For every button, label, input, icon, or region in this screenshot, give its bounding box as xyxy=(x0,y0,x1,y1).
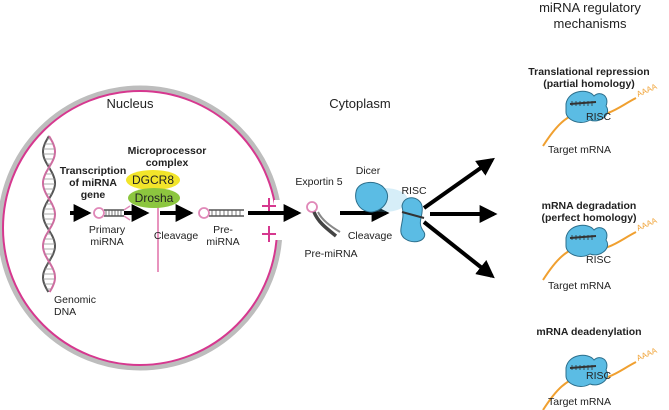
exportin-label: Exportin 5 xyxy=(295,176,343,188)
mech-1-risc: RISC xyxy=(586,254,612,266)
genomic-dna-label-1: Genomic xyxy=(54,294,97,306)
transcription-label-1: Transcription xyxy=(59,165,127,177)
nucleus-cleavage-label: Cleavage xyxy=(153,230,199,242)
cytoplasm-risc-label: RISC xyxy=(401,185,427,197)
cytoplasm-title: Cytoplasm xyxy=(329,96,391,111)
genomic-dna-label-2: DNA xyxy=(54,306,77,318)
mech-1-target: Target mRNA xyxy=(548,280,612,292)
mech-0-title-2: (partial homology) xyxy=(543,78,635,90)
microprocessor-label-2: complex xyxy=(145,157,189,169)
cytoplasm-pre-mirna xyxy=(306,201,341,238)
mech-2-risc: RISC xyxy=(586,370,612,382)
mech-2-title-1: mRNA deadenylation xyxy=(536,326,642,338)
mechanism-mrna-degradation: AAAA xyxy=(542,216,659,281)
header-line1: miRNA regulatory xyxy=(539,0,641,15)
mech-1-title-1: mRNA degradation xyxy=(541,200,637,212)
mechanism-arrows xyxy=(422,157,498,279)
nuclear-pre-mirna-hairpin xyxy=(198,207,244,219)
dgcr8-badge: DGCR8 xyxy=(126,170,180,190)
mech-2-target: Target mRNA xyxy=(548,396,612,408)
transcription-label-2: of miRNA xyxy=(69,177,117,189)
mech-0-title-1: Translational repression xyxy=(528,66,650,78)
primary-mirna-label-2: miRNA xyxy=(90,236,124,248)
risc-complex-shape xyxy=(565,224,608,257)
risc-complex-shape xyxy=(565,90,608,123)
dicer-enzyme xyxy=(355,182,408,213)
mech-0-target: Target mRNA xyxy=(548,144,612,156)
primary-mirna-hairpin xyxy=(93,205,131,221)
nuclear-pre-mirna-label-2: miRNA xyxy=(206,236,240,248)
nuclear-pre-mirna-label-1: Pre- xyxy=(213,224,233,236)
drosha-badge: Drosha xyxy=(128,188,180,208)
mech-1-title-2: (perfect homology) xyxy=(541,212,637,224)
header-line2: mechanisms xyxy=(553,16,627,31)
risc-complex-shape xyxy=(565,354,608,387)
nucleus-title: Nucleus xyxy=(106,96,154,111)
cytoplasm-pre-mirna-label: Pre-miRNA xyxy=(304,248,358,260)
mech-0-risc: RISC xyxy=(586,111,612,123)
cytoplasm-risc xyxy=(400,197,426,243)
microprocessor-label-1: Microprocessor xyxy=(127,145,207,157)
primary-mirna-label-1: Primary xyxy=(88,224,126,236)
cytoplasm-cleavage-label: Cleavage xyxy=(347,230,393,242)
genomic-dna-helix xyxy=(41,135,57,293)
transcription-label-3: gene xyxy=(80,189,106,201)
poly-a-tail: AAAA xyxy=(635,346,659,363)
dicer-label: Dicer xyxy=(355,165,381,177)
